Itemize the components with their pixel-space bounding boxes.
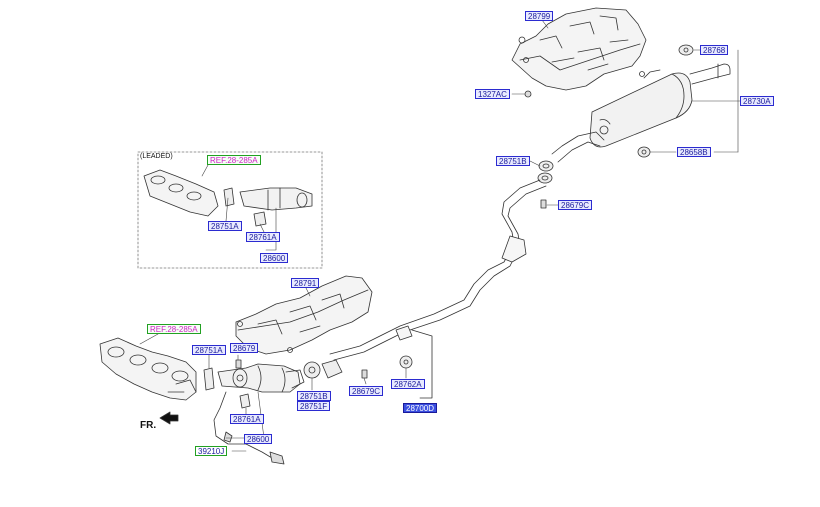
part-label-28700d[interactable]: 28700D	[403, 403, 438, 413]
nut-1327ac	[524, 90, 532, 98]
part-label-39210j[interactable]: 39210J	[195, 446, 228, 456]
inset-gasket	[223, 187, 235, 207]
bolt-converter	[235, 359, 242, 369]
heat-protector-front	[235, 275, 373, 355]
hanger-rubber-center	[399, 355, 413, 369]
part-label-28761a-inset[interactable]: 28761A	[246, 232, 280, 242]
part-label-28730a[interactable]: 28730A	[740, 96, 774, 106]
part-label-28751f[interactable]: 28751F	[297, 401, 331, 411]
part-label-1327ac[interactable]: 1327AC	[475, 89, 510, 99]
hanger-rubber-top	[678, 44, 694, 56]
hanger-rubber-rear	[637, 146, 651, 158]
bolt-lower	[361, 369, 368, 379]
part-label-28600-inset[interactable]: 28600	[260, 253, 289, 263]
part-label-28762a[interactable]: 28762A	[391, 379, 425, 389]
catalytic-converter	[217, 363, 305, 393]
part-label-28600[interactable]: 28600	[244, 434, 273, 444]
heat-protector-rear	[511, 7, 647, 91]
part-label-28658b[interactable]: 28658B	[677, 147, 711, 157]
ref-label-inset[interactable]: REF.28-285A	[207, 155, 261, 165]
gasket-upper	[537, 160, 554, 184]
part-label-28751a-inset[interactable]: 28751A	[208, 221, 242, 231]
leaded-inset-title: (LEADED)	[140, 153, 173, 160]
part-label-28679c-lower[interactable]: 28679C	[349, 386, 384, 396]
front-indicator: FR.	[140, 420, 157, 431]
part-label-28679[interactable]: 28679	[230, 343, 259, 353]
oxygen-sensor	[213, 391, 285, 465]
part-label-28679c-upper[interactable]: 28679C	[558, 200, 593, 210]
part-label-28751b-upper[interactable]: 28751B	[496, 156, 530, 166]
part-label-28768[interactable]: 28768	[700, 45, 729, 55]
ref-label-main[interactable]: REF.28-285A	[147, 324, 201, 334]
part-label-28791[interactable]: 28791	[291, 278, 320, 288]
center-pipe	[329, 179, 547, 361]
exhaust-manifold	[99, 337, 197, 401]
bolt-upper	[540, 199, 547, 209]
inset-pipe	[239, 187, 313, 211]
inset-clamp	[253, 211, 267, 227]
gasket-manifold	[203, 367, 215, 391]
gasket-center-front	[303, 359, 343, 379]
front-arrow-icon	[159, 411, 179, 425]
part-label-28751b-lower[interactable]: 28751B	[297, 391, 331, 401]
inset-manifold	[143, 169, 219, 217]
part-label-28799[interactable]: 28799	[525, 11, 554, 21]
rear-muffler	[551, 63, 731, 163]
leaded-inset-frame	[137, 151, 323, 269]
part-label-28751a[interactable]: 28751A	[192, 345, 226, 355]
part-label-28761a[interactable]: 28761A	[230, 414, 264, 424]
clamp-converter	[239, 393, 251, 409]
